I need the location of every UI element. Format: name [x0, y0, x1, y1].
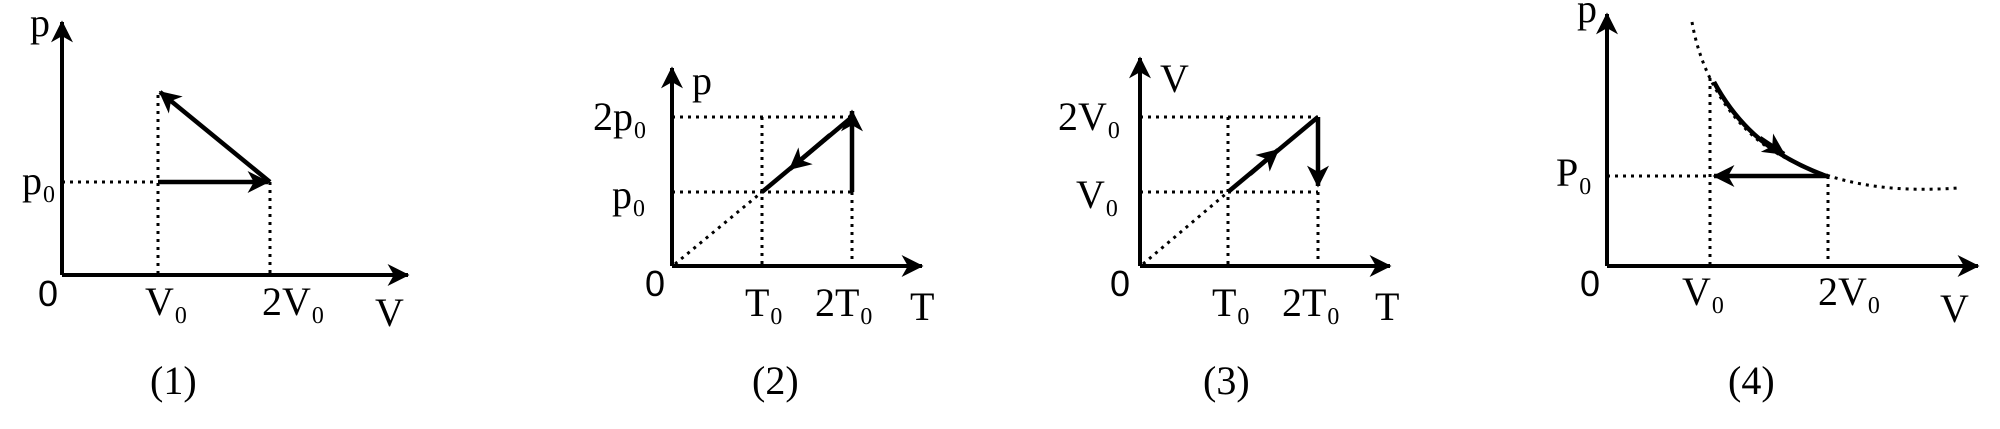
diagram-3-guide-origin-line [1142, 190, 1229, 266]
diagram-2-origin-label: 0 [645, 263, 665, 304]
diagram-4-y-tick-p0: P₀ [1556, 150, 1592, 195]
diagram-3: V T 0 T₀ 2T₀ V₀ 2V₀ (3) [1058, 56, 1399, 403]
diagram-3-caption: (3) [1203, 358, 1250, 403]
diagram-2-x-tick-t0: T₀ [745, 280, 783, 325]
diagram-3-y-tick-v0: V₀ [1076, 172, 1119, 217]
diagram-4-y-axis-label: p [1577, 0, 1597, 31]
diagram-2-y-axis-label: p [692, 58, 712, 103]
diagram-4-x-tick-2v0: 2V₀ [1818, 269, 1881, 314]
diagram-4-x-axis-label: V [1940, 286, 1969, 331]
diagram-4-x-tick-v0: V₀ [1682, 269, 1725, 314]
diagram-4-origin-label: 0 [1580, 263, 1600, 304]
diagram-1-caption: (1) [150, 358, 197, 403]
diagram-2-y-tick-2p0: 2p₀ [593, 94, 647, 139]
diagram-1: p V 0 V₀ 2V₀ p₀ (1) [22, 0, 410, 403]
diagram-2-x-tick-2t0: 2T₀ [815, 280, 873, 325]
diagram-3-y-axis-label: V [1160, 56, 1189, 101]
diagram-4-process-curve-arrowhead [1758, 133, 1786, 156]
diagram-1-x-axis-label: V [375, 290, 404, 335]
diagram-3-x-tick-2t0: 2T₀ [1282, 280, 1340, 325]
diagram-2-caption: (2) [752, 358, 799, 403]
diagram-4-caption: (4) [1728, 358, 1775, 403]
diagram-2-x-axis-label: T [910, 284, 934, 329]
diagram-4: p V 0 V₀ 2V₀ P₀ (4) [1556, 0, 1980, 403]
diagram-3-x-tick-t0: T₀ [1212, 280, 1250, 325]
diagram-2-guide-origin-line [674, 190, 763, 266]
diagram-1-x-tick-2v0: 2V₀ [262, 279, 325, 324]
diagram-4-process-curve [1712, 80, 1827, 179]
diagram-1-x-tick-v0: V₀ [145, 279, 188, 324]
diagram-4-isotherm-curve [1690, 21, 1959, 191]
diagram-1-origin-label: 0 [38, 273, 58, 314]
diagram-3-origin-label: 0 [1110, 263, 1130, 304]
diagram-2-process-arrowhead [788, 133, 832, 171]
diagram-3-process-arrowhead [1248, 148, 1280, 176]
diagram-2-y-tick-p0: p₀ [612, 172, 646, 217]
diagram-3-x-axis-label: T [1375, 284, 1399, 329]
diagram-1-process-diagonal [158, 90, 272, 184]
diagram-1-y-tick-p0: p₀ [22, 158, 56, 203]
diagram-1-y-axis-label: p [30, 0, 50, 45]
diagram-2: p T 0 T₀ 2T₀ p₀ 2p₀ (2) [593, 58, 934, 403]
diagram-3-y-tick-2v0: 2V₀ [1058, 94, 1121, 139]
